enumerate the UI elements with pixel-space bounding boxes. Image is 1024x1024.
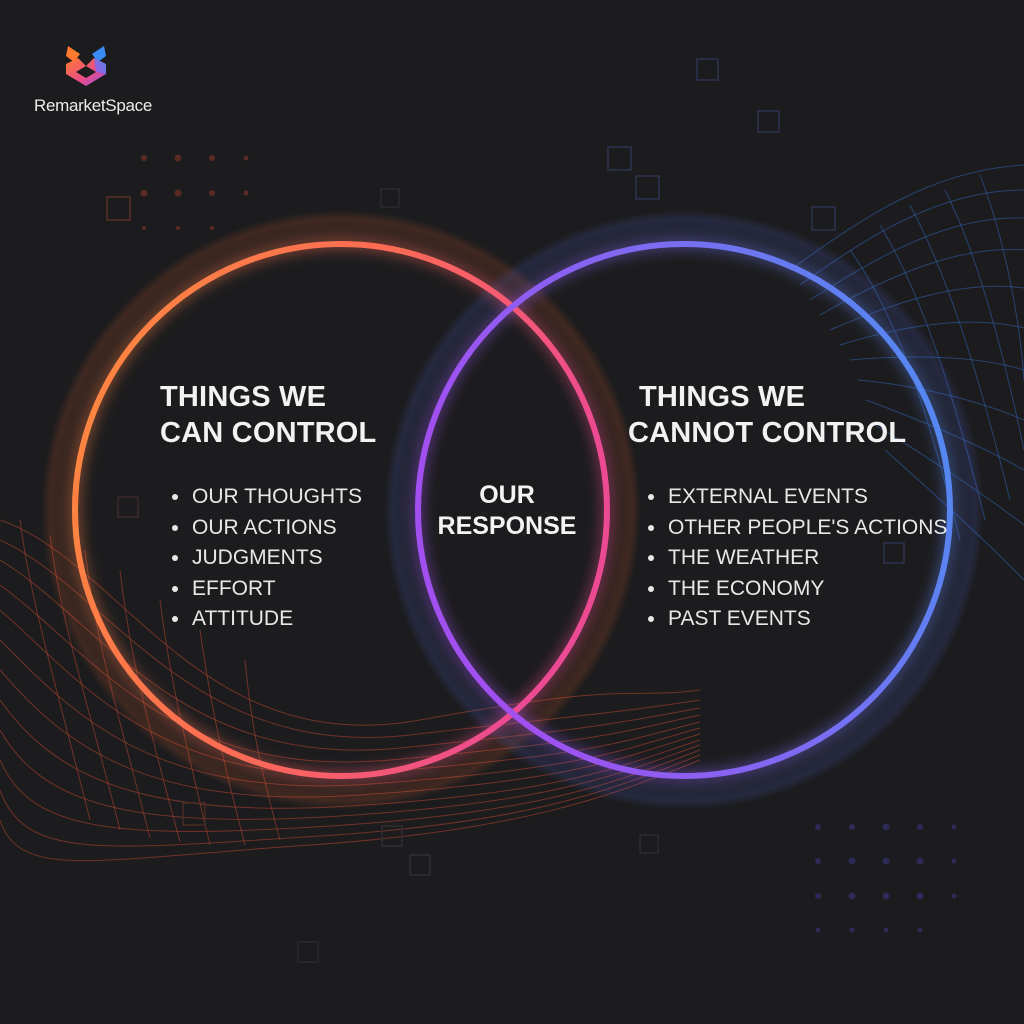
bullet-icon [648,524,654,531]
interlocking-ribbon-logo-icon [66,46,106,86]
bullet-icon [172,585,178,592]
right-circle-title: THINGS WE CANNOT CONTROL [628,379,906,451]
list-item: JUDGMENTS [172,543,362,574]
list-item: EFFORT [172,574,362,605]
bullet-icon [648,555,654,562]
uncontrollable-list: EXTERNAL EVENTS OTHER PEOPLE'S ACTIONS T… [648,482,947,635]
right-circle-ring [415,241,953,779]
left-title-line-2: CAN CONTROL [160,417,377,449]
right-title-line-1: THINGS WE [639,381,806,413]
bullet-icon [172,555,178,562]
list-item: THE WEATHER [648,543,947,574]
intersection-line-1: OUR [479,481,535,509]
list-item: THE ECONOMY [648,574,947,605]
blue-dot-grid [815,823,957,933]
left-title-line-1: THINGS WE [160,381,327,413]
brand-logo: RemarketSpace [34,42,152,116]
list-item: PAST EVENTS [648,604,947,635]
orange-dot-grid [140,154,249,230]
bullet-icon [648,494,654,501]
bullet-icon [648,585,654,592]
controllable-list: OUR THOUGHTS OUR ACTIONS JUDGMENTS EFFOR… [172,482,362,635]
right-title-line-2: CANNOT CONTROL [628,417,907,449]
list-item: EXTERNAL EVENTS [648,482,947,513]
list-item: OTHER PEOPLE'S ACTIONS [648,513,947,544]
left-circle-title: THINGS WE CAN CONTROL [160,379,376,451]
bullet-icon [172,524,178,531]
intersection-label: OUR RESPONSE [412,480,602,542]
list-item: OUR THOUGHTS [172,482,362,513]
list-item: ATTITUDE [172,604,362,635]
bullet-icon [648,616,654,623]
left-circle-ring [72,241,610,779]
brand-name: RemarketSpace [34,96,152,115]
bullet-icon [172,616,178,623]
bullet-icon [172,494,178,501]
intersection-line-2: RESPONSE [437,512,577,540]
right-circle-glow [384,210,984,810]
decorative-squares [106,58,905,963]
list-item: OUR ACTIONS [172,513,362,544]
